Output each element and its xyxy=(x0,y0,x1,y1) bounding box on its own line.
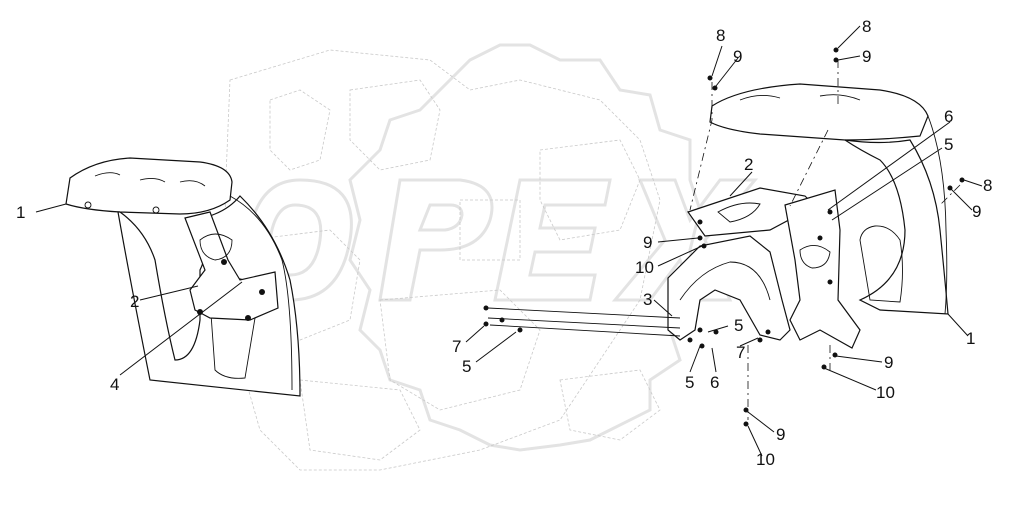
background-tractor-outline xyxy=(224,49,661,471)
callout-bottom-10: 10 xyxy=(756,450,775,469)
callout-labels: 1 2 4 7 5 3 9 10 2 5 6 5 7 8 9 8 9 6 5 8… xyxy=(16,17,992,469)
callout-right-9: 9 xyxy=(972,202,981,221)
callout-center-2: 2 xyxy=(744,155,753,174)
callout-left-4: 4 xyxy=(110,375,119,394)
leader-lines xyxy=(35,25,983,457)
callout-top-9a: 9 xyxy=(733,47,742,66)
callout-low-5b: 5 xyxy=(734,316,743,335)
callout-center-10: 10 xyxy=(635,258,654,277)
callout-center-9: 9 xyxy=(643,233,652,252)
callout-left-2: 2 xyxy=(130,292,139,311)
callout-center-3: 3 xyxy=(643,290,652,309)
callout-center-7: 7 xyxy=(452,337,461,356)
watermark-gear xyxy=(348,43,702,452)
callout-low-7: 7 xyxy=(736,343,745,362)
callout-right-1: 1 xyxy=(966,329,975,348)
callout-center-5: 5 xyxy=(462,357,471,376)
callout-right-6: 6 xyxy=(944,107,953,126)
callout-low-6: 6 xyxy=(710,373,719,392)
callout-top-8a: 8 xyxy=(716,26,725,45)
callout-right-10b: 10 xyxy=(876,383,895,402)
callout-bottom-9: 9 xyxy=(776,425,785,444)
callout-top-9b: 9 xyxy=(862,47,871,66)
left-bracket xyxy=(184,211,279,321)
right-bracket xyxy=(784,189,861,349)
watermark-letters xyxy=(246,178,759,302)
tie-rods xyxy=(483,305,771,349)
callout-right-5: 5 xyxy=(944,135,953,154)
callout-top-8b: 8 xyxy=(862,17,871,36)
assembly-centerlines xyxy=(689,60,961,420)
right-fender xyxy=(709,83,949,315)
callout-low-5a: 5 xyxy=(685,373,694,392)
center-support-arm xyxy=(667,235,791,341)
callout-right-8: 8 xyxy=(983,176,992,195)
callout-right-9b: 9 xyxy=(884,353,893,372)
callout-left-1: 1 xyxy=(16,203,25,222)
